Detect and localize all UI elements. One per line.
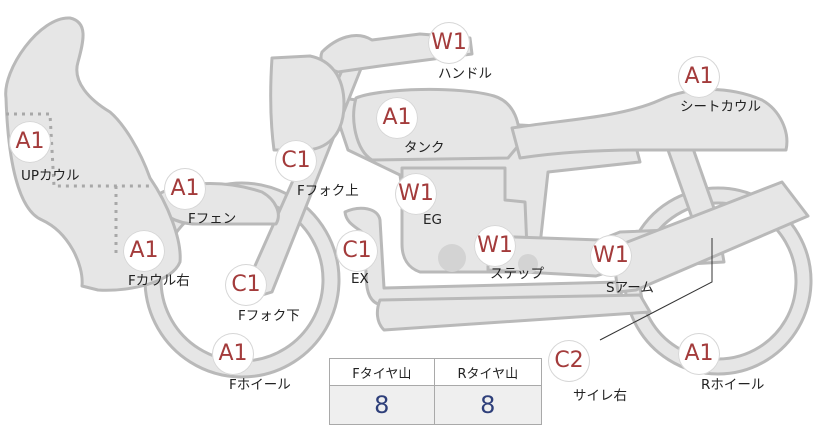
- part-label: EX: [351, 271, 369, 287]
- grade-badge: A1: [123, 230, 165, 272]
- seat-shape: [510, 88, 789, 160]
- part-label: サイレ右: [573, 388, 627, 404]
- grade-badge: A1: [9, 121, 51, 163]
- part-label: Fフォク上: [297, 183, 359, 199]
- grade-badge: W1: [395, 173, 437, 215]
- part-label: Fホイール: [229, 377, 291, 393]
- grade-badge: W1: [590, 235, 632, 277]
- grade-badge: C1: [275, 140, 317, 182]
- rear-tread-value: 8: [433, 385, 543, 425]
- tire-tread-table: Fタイヤ山 Rタイヤ山 8 8: [329, 358, 543, 425]
- part-label: Fフォク下: [238, 308, 300, 324]
- tire-tread-value-row: 8 8: [329, 385, 543, 425]
- silencer-shape: [610, 180, 810, 294]
- headlight-shape: [269, 54, 346, 152]
- front-tread-header: Fタイヤ山: [329, 358, 435, 386]
- tire-tread-header-row: Fタイヤ山 Rタイヤ山: [329, 358, 543, 386]
- part-label: タンク: [404, 140, 445, 156]
- part-label: Rホイール: [701, 377, 765, 393]
- part-label: ステップ: [490, 266, 544, 282]
- grade-badge: C1: [225, 264, 267, 306]
- muffler-run-shape: [375, 293, 652, 332]
- grade-badge: C1: [336, 230, 378, 272]
- part-label: Sアーム: [606, 280, 654, 296]
- upper-cowl-shape: [4, 16, 182, 292]
- part-label: Fフェン: [188, 211, 237, 227]
- grade-badge: C2: [548, 340, 590, 382]
- rear-tread-header: Rタイヤ山: [433, 358, 543, 386]
- part-label: ハンドル: [438, 66, 492, 82]
- grade-badge: A1: [376, 97, 418, 139]
- grade-badge: A1: [678, 56, 720, 98]
- grade-badge: W1: [428, 22, 470, 64]
- part-label: Fカウル右: [128, 273, 190, 289]
- grade-badge: A1: [164, 168, 206, 210]
- front-tread-value: 8: [329, 385, 435, 425]
- part-label: シートカウル: [680, 99, 761, 115]
- grade-badge: W1: [474, 225, 516, 267]
- grade-badge: A1: [678, 333, 720, 375]
- grade-badge: A1: [212, 333, 254, 375]
- part-label: UPカウル: [21, 168, 80, 184]
- part-label: EG: [423, 212, 442, 228]
